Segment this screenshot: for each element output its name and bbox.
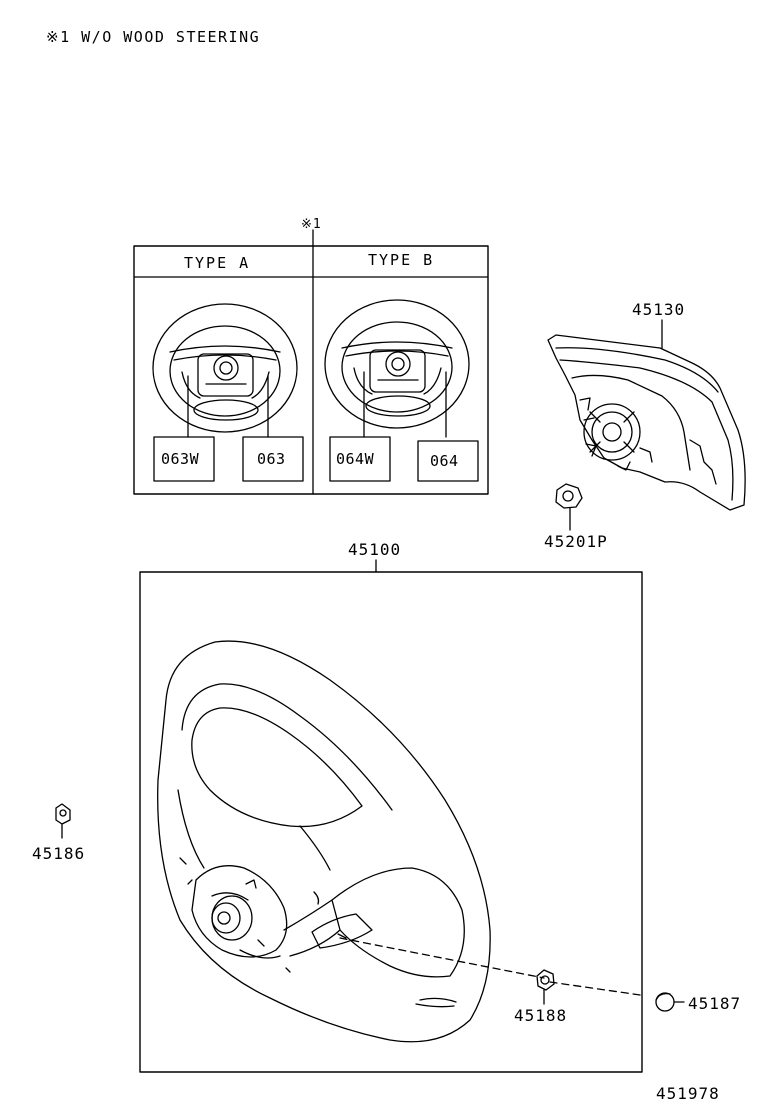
- part-number-clip[interactable]: 45186: [32, 844, 86, 863]
- cover-illustration: [655, 992, 685, 1012]
- diagram-id: 451978: [656, 1084, 720, 1103]
- part-number-steering-wheel[interactable]: 45100: [348, 540, 402, 559]
- type-a-label: TYPE A: [184, 254, 251, 272]
- type-b-wheel-illustration: [324, 299, 470, 438]
- steering-wheel-illustration: [157, 640, 491, 1043]
- screw-leader-dashed: [339, 937, 545, 979]
- nut-illustration: [555, 483, 583, 531]
- part-number-screw[interactable]: 45188: [514, 1006, 568, 1025]
- part-number-nut[interactable]: 45201P: [544, 532, 608, 551]
- type-b-code-left: 064W: [336, 450, 375, 468]
- screw-illustration: [536, 969, 555, 1005]
- clip-illustration: [55, 803, 71, 839]
- type-a-wheel-illustration: [152, 303, 298, 438]
- steering-wheel-frame: [139, 571, 643, 1073]
- type-a-code-box-right: [242, 436, 304, 482]
- note-without-wood-steering: ※1 W/O WOOD STEERING: [46, 28, 261, 46]
- part-number-cover[interactable]: 45187: [688, 994, 742, 1013]
- type-b-code-right: 064: [430, 452, 459, 470]
- airbag-assembly-illustration: [547, 319, 746, 511]
- cover-leader-dashed: [549, 981, 641, 996]
- type-a-code-left: 063W: [161, 450, 200, 468]
- type-a-code-box-left: [153, 436, 215, 482]
- type-b-label: TYPE B: [368, 251, 435, 269]
- type-b-code-box-right: [417, 440, 479, 482]
- variant-inset: [133, 229, 489, 495]
- type-b-code-box-left: [329, 436, 391, 482]
- type-a-code-right: 063: [257, 450, 286, 468]
- part-number-airbag[interactable]: 45130: [632, 300, 686, 319]
- inset-reference-mark: ※1: [301, 217, 322, 232]
